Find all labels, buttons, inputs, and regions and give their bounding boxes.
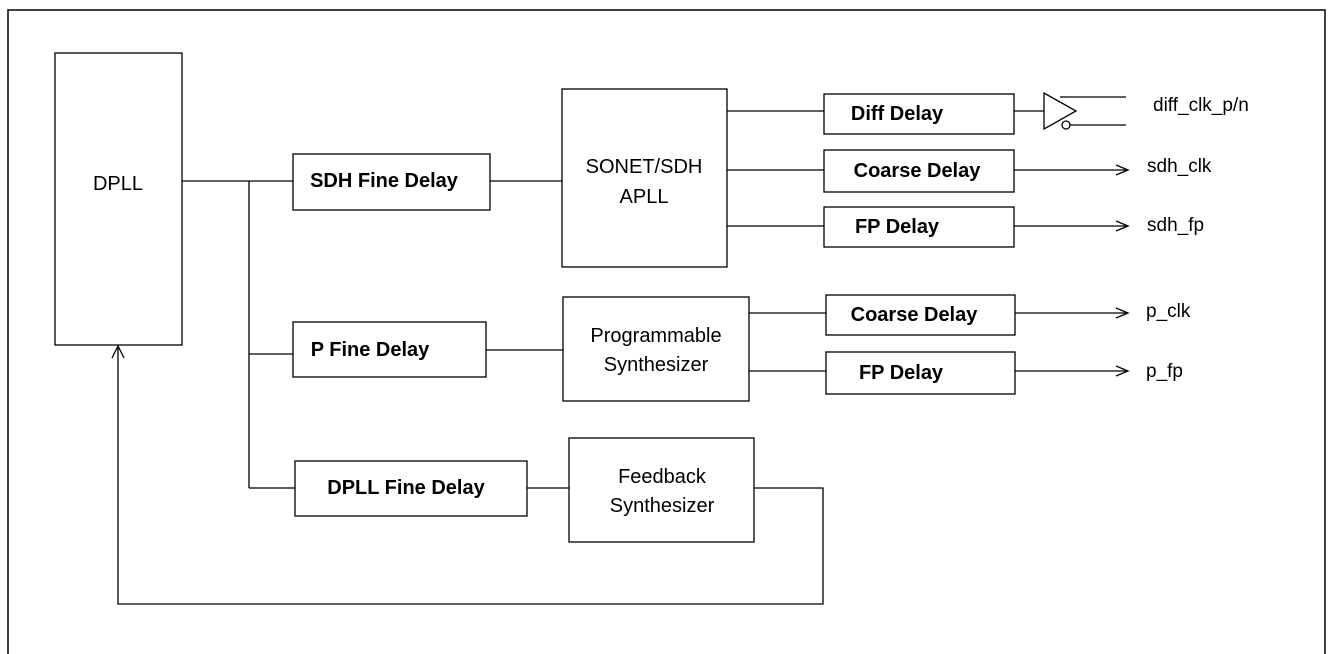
feedback-synthesizer-label: Synthesizer [610,495,715,517]
synthesizer-label: Synthesizer [604,354,709,376]
feedback-label: Feedback [618,466,707,488]
p-clk-arrowhead [1115,307,1130,319]
p-fp-label: p_fp [1146,361,1183,382]
dpll-fine-delay-block: DPLL Fine Delay [294,460,528,517]
p-coarse-delay-label: Coarse Delay [851,304,979,326]
sonet-sdh-label: SONET/SDH [586,156,703,178]
wire-feedback-loop [117,348,824,605]
connection-wires [111,110,1130,605]
sdh-coarse-delay-block: Coarse Delay [823,149,1015,193]
sdh-clk-label: sdh_clk [1147,156,1212,177]
programmable-synthesizer-block: Programmable Synthesizer [562,296,750,402]
p-clk-label: p_clk [1146,301,1191,322]
sdh-fine-delay-label: SDH Fine Delay [310,170,459,192]
p-fp-arrowhead [1115,365,1130,377]
p-fine-delay-label: P Fine Delay [311,339,430,361]
sdh-fp-delay-label: FP Delay [855,216,940,238]
dpll-fine-delay-label: DPLL Fine Delay [327,477,485,499]
dpll-block: DPLL [54,52,183,346]
sdh-coarse-delay-label: Coarse Delay [854,160,982,182]
p-fp-delay-block: FP Delay [825,351,1016,395]
sdh-fp-delay-block: FP Delay [823,206,1015,248]
dpll-label: DPLL [93,173,143,195]
differential-buffer-icon [1043,91,1126,131]
diagram-frame [7,9,1326,654]
apll-label: APLL [620,186,669,208]
feedback-synthesizer-block: Feedback Synthesizer [568,437,755,543]
sdh-clk-arrowhead [1115,164,1130,176]
sdh-fp-arrowhead [1115,220,1130,232]
programmable-label: Programmable [590,325,721,347]
diff-delay-block: Diff Delay [823,93,1015,135]
sdh-fine-delay-block: SDH Fine Delay [292,153,491,211]
p-fp-delay-label: FP Delay [859,362,944,384]
feedback-arrowhead [111,344,125,359]
p-coarse-delay-block: Coarse Delay [825,294,1016,336]
diff-clk-label: diff_clk_p/n [1153,95,1249,116]
diff-delay-label: Diff Delay [851,103,944,125]
p-fine-delay-block: P Fine Delay [292,321,487,378]
sonet-sdh-apll-block: SONET/SDH APLL [561,88,728,268]
sdh-fp-label: sdh_fp [1147,215,1204,236]
